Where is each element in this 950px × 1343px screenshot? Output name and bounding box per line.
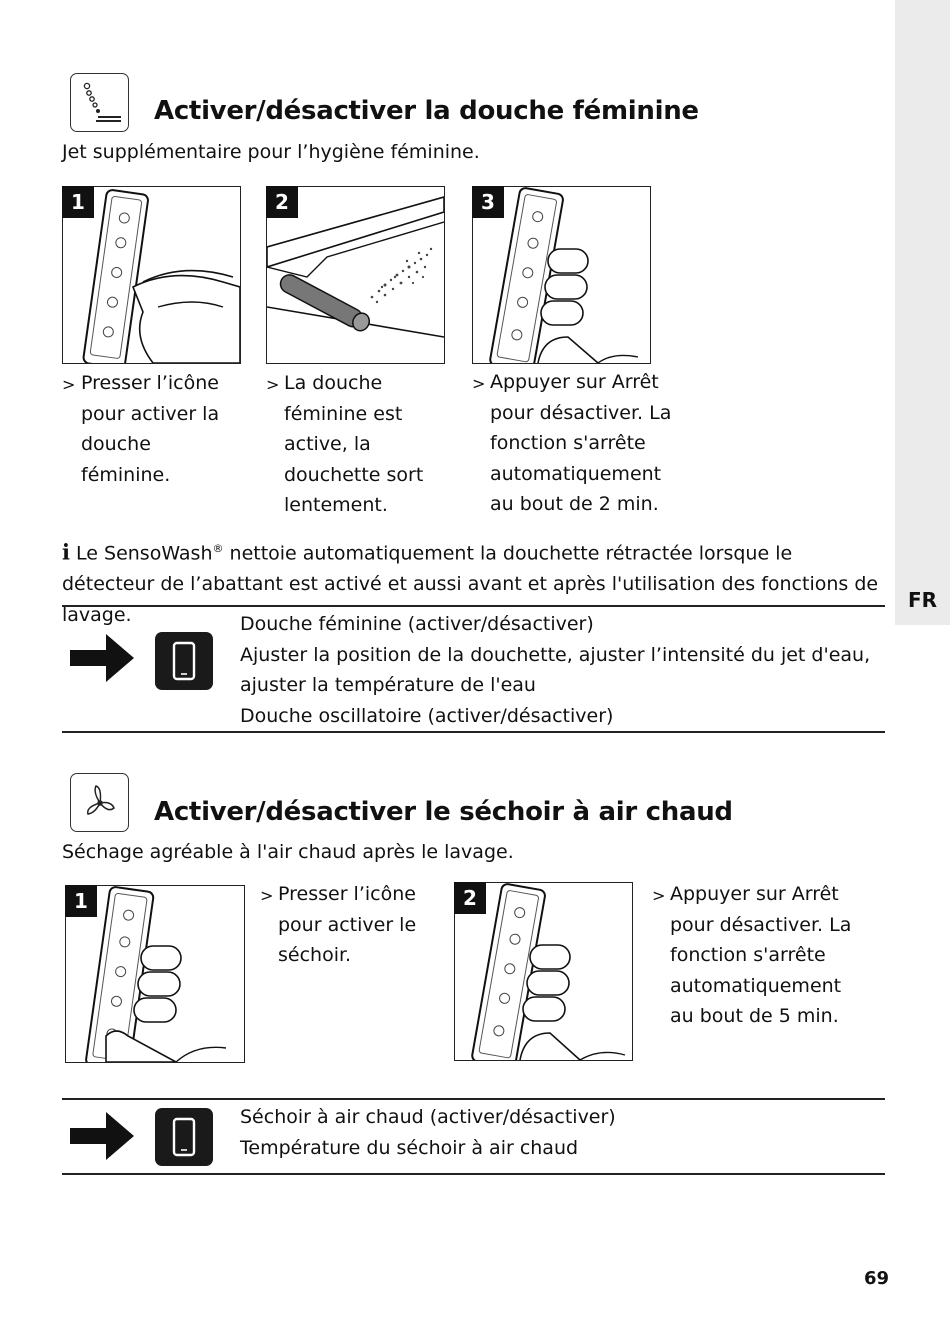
section-title: Activer/désactiver la douche féminine (154, 96, 699, 126)
page-number: 69 (864, 1268, 890, 1289)
step-text: Presser l’icône pour activer la douche f… (81, 372, 220, 486)
section-subtitle: Séchage agréable à l'air chaud après le … (62, 841, 514, 863)
figure-stop-dryer (454, 882, 633, 1061)
info-note: i Le SensoWash® nettoie automatiquement … (62, 533, 887, 631)
step-badge: 1 (62, 186, 94, 218)
info-text: Le SensoWash (76, 542, 213, 565)
reference-item: Douche oscillatoire (activer/désactiver) (240, 704, 614, 727)
registered-mark: ® (212, 542, 224, 555)
divider-bottom (62, 731, 885, 733)
step-text: Presser l’icône pour activer le séchoir. (278, 883, 417, 966)
reference-item: Ajuster la position de la douchette, aju… (240, 643, 871, 666)
right-arrow-icon (70, 1110, 134, 1166)
step-badge: 2 (266, 186, 298, 218)
language-tab: FR (907, 588, 938, 612)
reference-item: ajuster la température de l'eau (240, 674, 536, 696)
right-arrow-icon (70, 632, 134, 688)
reference-list: Séchoir à air chaud (activer/désactiver)… (240, 1102, 880, 1163)
reference-item: Température du séchoir à air chaud (240, 1136, 579, 1159)
dryer-fan-icon (70, 773, 129, 832)
info-icon: i (62, 539, 70, 565)
figure-press-dryer (65, 885, 245, 1063)
step-marker: > (472, 374, 486, 393)
lady-shower-icon (70, 73, 129, 132)
language-tab-background (895, 0, 950, 625)
step-badge: 1 (65, 885, 97, 917)
divider-top (62, 605, 885, 607)
reference-list: Douche féminine (activer/désactiver) Aju… (240, 609, 880, 731)
step-badge: 3 (472, 186, 504, 218)
divider-bottom (62, 1173, 885, 1175)
smartphone-app-icon (155, 1108, 213, 1166)
reference-item: Séchoir à air chaud (activer/désactiver) (240, 1106, 616, 1128)
step-marker: > (260, 886, 274, 905)
figure-shower-nozzle (266, 186, 445, 364)
step-marker: > (652, 886, 666, 905)
step-marker: > (62, 375, 76, 394)
step-text: Appuyer sur Arrêt pour désactiver. La fo… (490, 371, 672, 515)
smartphone-app-icon (155, 632, 213, 690)
step-text: Appuyer sur Arrêt pour désactiver. La fo… (670, 883, 852, 1027)
step-marker: > (266, 375, 280, 394)
section-title: Activer/désactiver le séchoir à air chau… (154, 797, 733, 827)
reference-item: Douche féminine (activer/désactiver) (240, 613, 594, 635)
info-text-cont: nettoie automatiquement la douchette rét… (62, 542, 879, 627)
step-text: La douche féminine est active, la douche… (284, 372, 424, 516)
divider-top (62, 1098, 885, 1100)
step-badge: 2 (454, 882, 486, 914)
section-subtitle: Jet supplémentaire pour l’hygiène fémini… (62, 141, 480, 163)
